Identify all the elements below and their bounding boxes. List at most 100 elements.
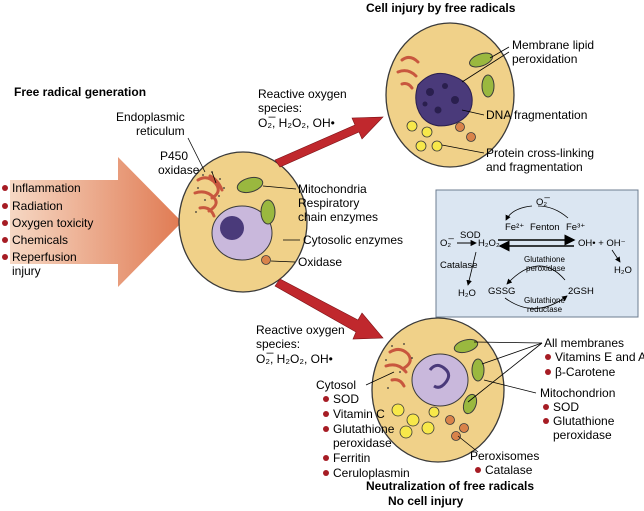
rx-fe3: Fe³⁺ — [566, 222, 585, 233]
bullet-icon — [2, 203, 8, 209]
label-cytosolic: Cytosolic enzymes — [303, 233, 403, 247]
ros-bottom: species: — [256, 337, 300, 351]
bullet-icon — [545, 369, 551, 375]
rx-gp: Glutathione — [524, 255, 565, 264]
rx-gr: Glutathione — [524, 296, 565, 305]
injured-mito — [481, 74, 495, 98]
antioxidant-item: Glutathione — [553, 414, 615, 428]
title-neutralization: Neutralization of free radicals — [366, 479, 534, 493]
antioxidant-item: peroxidase — [553, 428, 612, 442]
rx-gssg: GSSG — [488, 286, 515, 297]
label-mitochondria: Respiratory — [298, 196, 359, 210]
source-item: Chemicals — [12, 233, 68, 247]
antioxidant-item: Vitamins E and A — [555, 350, 644, 364]
source-item: Oxygen toxicity — [12, 216, 93, 230]
ros-bottom-formula: O₂̅, H₂O₂, OH• — [256, 352, 333, 366]
mitochondria — [236, 176, 276, 225]
source-item: injury — [12, 264, 41, 278]
label-all-membranes: All membranes — [544, 336, 624, 350]
ros-top-formula: O₂̅, H₂O₂, OH• — [258, 116, 335, 130]
bullet-icon — [2, 185, 8, 191]
antioxidant-item: SOD — [333, 392, 359, 406]
label-peroxisomes: Peroxisomes — [470, 449, 539, 463]
rx-fenton: Fenton — [530, 222, 560, 233]
bullet-icon — [323, 470, 329, 476]
ros-top: Reactive oxygen — [258, 87, 347, 101]
arrow-to-neutralization — [274, 278, 384, 340]
protected-mito — [453, 338, 485, 415]
bullet-icon — [2, 237, 8, 243]
label-membrane-lipid: peroxidation — [512, 52, 577, 66]
rx-h2o-right: H₂O — [614, 265, 632, 276]
injured-vesicles — [406, 120, 476, 152]
antioxidant-item: peroxidase — [333, 436, 392, 450]
rx-catalase: Catalase — [440, 260, 478, 271]
rx-gsh: 2GSH — [568, 286, 594, 297]
ros-top: species: — [258, 101, 302, 115]
injured-mito — [469, 52, 493, 68]
endoplasmic-reticulum — [193, 174, 224, 218]
label-er: reticulum — [136, 124, 185, 138]
bullet-icon — [545, 354, 551, 360]
nucleus — [411, 353, 469, 407]
label-protein: and fragmentation — [486, 160, 583, 174]
rx-sod: SOD — [460, 230, 481, 241]
label-protein: Protein cross-linking — [486, 146, 594, 160]
chromatin — [428, 363, 451, 389]
antioxidant-item: Glutathione — [333, 422, 395, 436]
bullet-icon — [543, 418, 549, 424]
title-injury: Cell injury by free radicals — [366, 1, 516, 15]
bullet-icon — [323, 426, 329, 432]
rx-fe2: Fe²⁺ — [505, 222, 524, 233]
rx-h2o2: H₂O₂ — [478, 238, 500, 249]
label-mitochondrion: Mitochondrion — [540, 386, 615, 400]
label-p450: P450 — [160, 149, 188, 163]
title-generation: Free radical generation — [14, 85, 146, 99]
bullet-icon — [323, 396, 329, 402]
rx-h2o-left: H₂O — [458, 288, 476, 299]
title-no-injury: No cell injury — [388, 494, 464, 508]
chromatin-fragments — [422, 83, 459, 114]
label-membrane-lipid: Membrane lipid — [512, 38, 594, 52]
rx-gp: peroxidase — [526, 264, 566, 273]
injured-cell — [385, 22, 515, 168]
nucleolus — [220, 216, 244, 240]
generation-arrow — [10, 157, 182, 287]
antioxidant-item: β-Carotene — [555, 365, 616, 379]
label-er: Endoplasmic — [116, 110, 185, 124]
protected-cell — [371, 317, 505, 463]
label-cytosol: Cytosol — [316, 378, 356, 392]
bullet-icon — [2, 254, 8, 260]
antioxidant-item: Ferritin — [333, 451, 370, 465]
reaction-box: O₂̅ Fe²⁺ Fenton Fe³⁺ O₂̅ SOD H₂O₂ OH• + … — [435, 189, 639, 318]
rx-oh: OH• + OH⁻ — [578, 238, 626, 249]
source-item: Inflammation — [12, 181, 81, 195]
antioxidant-item: Ceruloplasmin — [333, 466, 410, 480]
ribosome-dots — [385, 343, 413, 389]
label-dna-fragmentation: DNA fragmentation — [486, 108, 587, 122]
rx-gr: reductase — [527, 305, 563, 314]
label-mitochondria: chain enzymes — [298, 210, 378, 224]
injured-er — [396, 55, 420, 90]
ros-bottom: Reactive oxygen — [256, 323, 345, 337]
bullet-icon — [2, 220, 8, 226]
protected-vesicles — [391, 403, 469, 441]
source-item: Reperfusion — [12, 250, 77, 264]
antioxidant-item: Vitamin C — [333, 407, 385, 421]
bullet-icon — [323, 411, 329, 417]
rx-o2-top: O₂̅ — [536, 197, 550, 208]
label-p450: oxidase — [158, 163, 200, 177]
label-mitochondria: Mitochondria — [298, 182, 367, 196]
oxidase-vesicle — [261, 255, 271, 265]
source-item: Radiation — [12, 199, 63, 213]
source-list: Inflammation Radiation Oxygen toxicity C… — [2, 181, 93, 278]
fragmented-nucleus — [415, 72, 473, 127]
label-oxidase: Oxidase — [298, 255, 342, 269]
bullet-icon — [543, 404, 549, 410]
protected-er — [384, 347, 412, 388]
antioxidant-item: Catalase — [485, 463, 533, 477]
antioxidant-item: SOD — [553, 400, 579, 414]
bullet-icon — [323, 455, 329, 461]
